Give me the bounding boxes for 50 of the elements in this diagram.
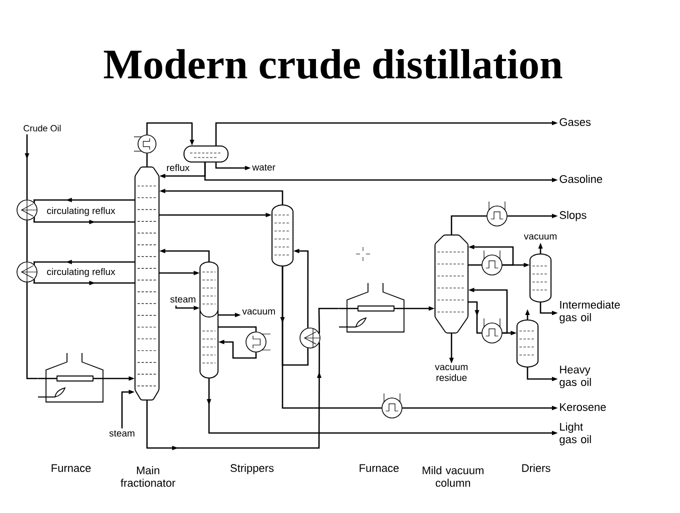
pump-symbol (482, 250, 502, 276)
flow-line (468, 264, 482, 266)
edge-label: reflux (165, 163, 191, 174)
furnace-drawing (37, 352, 104, 402)
stream-label: Gases (560, 118, 591, 126)
equipment-caption: Strippers (230, 464, 274, 474)
stream-label: Gasoline (560, 174, 602, 183)
flow-line (146, 153, 148, 167)
pump-symbol (486, 201, 508, 226)
title: Modern crude distillation (104, 49, 562, 79)
stream-label: vacuum (242, 309, 275, 315)
pump-symbol (246, 332, 271, 352)
heat-exchanger-symbol (16, 200, 38, 220)
heat-exchanger-symbol (300, 328, 320, 348)
flow-line (218, 326, 257, 332)
vacuum-column (434, 234, 468, 334)
stream-label: Intermediate gas oil (560, 300, 620, 324)
reflux-drum (184, 146, 228, 162)
stream-label: steam (170, 296, 196, 303)
equipment-caption: Main fractionator (120, 466, 176, 487)
stream-label: Kerosene (560, 403, 606, 411)
stream-label: vacuum (524, 234, 556, 240)
heat-exchanger-symbol (16, 262, 38, 282)
drier-vessel (516, 320, 538, 368)
equipment-caption: Driers (522, 464, 550, 472)
stream-label: Crude Oil (24, 124, 61, 132)
pump-symbol (382, 393, 402, 418)
flow-line (26, 220, 28, 262)
drier-vessel (530, 254, 552, 302)
stripper-column (272, 204, 294, 266)
stream-label: Slops (560, 210, 586, 222)
stream-label: circulating reflux (47, 268, 116, 277)
stream-label: vacuum residue (434, 364, 468, 381)
pump-symbol (134, 134, 156, 154)
equipment-caption: Furnace (52, 464, 91, 472)
stream-label: circulating reflux (47, 207, 116, 216)
equipment-caption: Mild vacuum column (422, 466, 484, 487)
furnace-drawing (338, 282, 405, 332)
flow-line (450, 215, 487, 235)
equipment-caption: Furnace (360, 464, 399, 472)
flow-line (318, 308, 339, 334)
stream-label: steam (109, 430, 134, 437)
distillation-column (134, 166, 160, 400)
stream-label: water (252, 164, 276, 171)
flow-arrow (468, 301, 482, 334)
flow-line (26, 282, 38, 380)
stripper-column (200, 262, 218, 378)
stream-label: Light gas oil (560, 422, 591, 446)
stream-label: Heavy gas oil (560, 366, 591, 388)
pump-symbol (482, 318, 502, 344)
